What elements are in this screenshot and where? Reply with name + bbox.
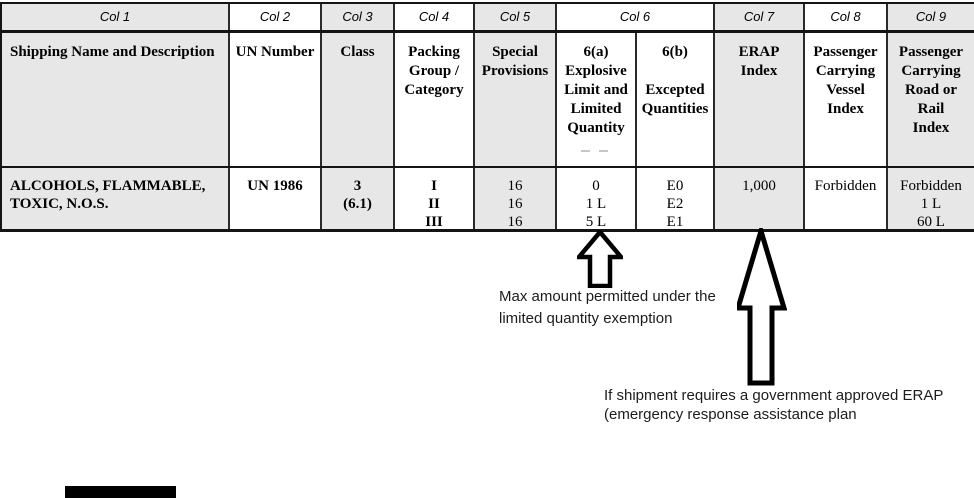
limited-quantity-note: Max amount permitted under the limited q… [499,288,716,327]
block-arrow-up-tall-icon [737,228,787,386]
cell-special-provisions: 16 16 16 [475,168,557,229]
black-bar [65,486,176,498]
col-label-7: Col 7 [715,4,805,30]
header-passenger-vessel-index: Passenger Carrying Vessel Index [805,33,888,166]
col-label-3: Col 3 [322,4,395,30]
cell-passenger-vessel: Forbidden [805,168,888,229]
cell-class: 3 (6.1) [322,168,395,229]
column-number-row: Col 1 Col 2 Col 3 Col 4 Col 5 Col 6 Col … [2,4,974,33]
erap-note: If shipment requires a government approv… [604,387,944,423]
header-class: Class [322,33,395,166]
faded-text-remnant [581,150,590,152]
header-6a-limited-quantity: 6(a) Explosive Limit and Limited Quantit… [557,33,637,166]
cell-limited-quantity: 0 1 L 5 L [557,168,637,229]
header-6b-excepted-quantities: 6(b) Excepted Quantities [637,33,715,166]
data-row: ALCOHOLS, FLAMMABLE, TOXIC, N.O.S. UN 19… [2,168,974,232]
header-row: Shipping Name and Description UN Number … [2,33,974,168]
col-label-9: Col 9 [888,4,974,30]
cell-shipping-name: ALCOHOLS, FLAMMABLE, TOXIC, N.O.S. [2,168,230,229]
header-shipping-name: Shipping Name and Description [2,33,230,166]
cell-excepted-quantities: E0 E2 E1 [637,168,715,229]
col-label-1: Col 1 [2,4,230,30]
cell-packing-group: I II III [395,168,475,229]
header-erap-index: ERAP Index [715,33,805,166]
header-un-number: UN Number [230,33,322,166]
dangerous-goods-table: Col 1 Col 2 Col 3 Col 4 Col 5 Col 6 Col … [0,2,974,232]
col-label-2: Col 2 [230,4,322,30]
cell-passenger-road-rail: Forbidden 1 L 60 L [888,168,974,229]
col-label-8: Col 8 [805,4,888,30]
block-arrow-up-icon [577,230,623,288]
header-special-provisions: Special Provisions [475,33,557,166]
col-label-6: Col 6 [557,4,715,30]
cell-erap-index: 1,000 [715,168,805,229]
header-packing-group: Packing Group / Category [395,33,475,166]
header-passenger-road-rail-index: Passenger Carrying Road or Rail Index [888,33,974,166]
cell-un-number: UN 1986 [230,168,322,229]
col-label-4: Col 4 [395,4,475,30]
col-label-5: Col 5 [475,4,557,30]
faded-text-remnant [599,150,608,152]
